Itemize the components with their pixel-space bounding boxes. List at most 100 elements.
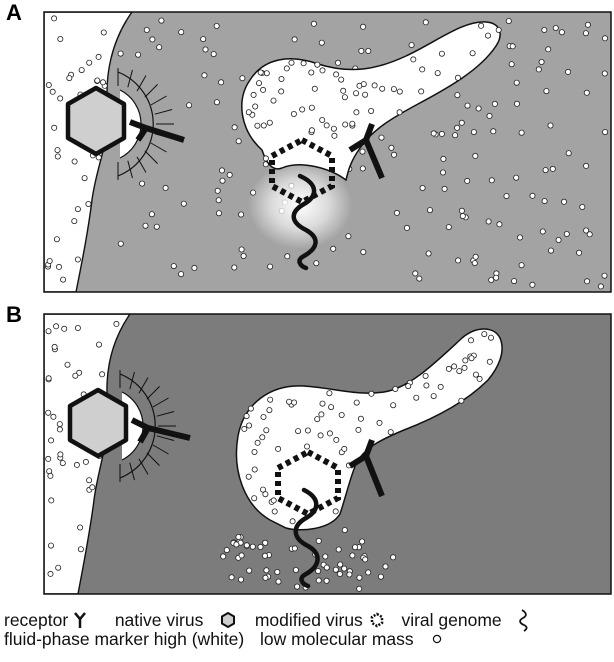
molecule <box>55 148 60 153</box>
molecule <box>284 66 289 71</box>
molecule <box>491 129 496 134</box>
legend-native-virus-label: native virus <box>115 610 204 630</box>
molecule <box>442 186 447 191</box>
molecule <box>350 553 355 558</box>
molecule <box>489 277 494 282</box>
molecule <box>360 539 365 544</box>
molecule <box>504 194 509 199</box>
molecule <box>456 258 461 263</box>
molecule <box>171 264 176 269</box>
molecule <box>339 412 344 417</box>
molecule <box>542 199 547 204</box>
molecule <box>335 60 340 65</box>
molecule <box>82 176 87 181</box>
molecule <box>79 68 84 73</box>
molecule <box>234 542 239 547</box>
molecule <box>315 62 320 67</box>
molecule <box>584 90 589 95</box>
molecule <box>329 405 334 410</box>
molecule <box>316 578 321 583</box>
molecule <box>48 473 53 478</box>
molecule <box>252 449 257 454</box>
molecule <box>285 254 290 259</box>
molecule <box>319 40 324 45</box>
molecule <box>239 553 244 558</box>
molecule <box>87 60 92 65</box>
molecule <box>242 426 247 431</box>
modified-virus-icon <box>368 611 386 629</box>
molecule <box>598 284 603 289</box>
viral-genome-icon <box>517 608 531 632</box>
molecule <box>46 329 51 334</box>
molecule <box>394 210 399 215</box>
panel-b <box>44 314 611 594</box>
molecule <box>219 80 224 85</box>
molecule <box>46 376 51 381</box>
molecule <box>553 25 558 30</box>
legend-receptor-label: receptor <box>4 610 68 630</box>
molecule <box>211 52 216 57</box>
molecule <box>74 462 79 467</box>
molecule <box>255 123 260 128</box>
molecule <box>439 51 444 56</box>
molecule <box>426 251 431 256</box>
molecule <box>248 406 253 411</box>
molecule <box>388 430 393 435</box>
molecule <box>96 342 101 347</box>
molecule <box>556 237 561 242</box>
molecule <box>519 263 524 268</box>
panel-b-native-virus <box>70 390 126 456</box>
molecule <box>603 130 608 135</box>
molecule <box>264 428 269 433</box>
molecule <box>459 120 464 125</box>
molecule <box>471 130 476 135</box>
molecule <box>446 366 451 371</box>
molecule <box>341 88 346 93</box>
molecule <box>292 400 297 405</box>
molecule <box>514 175 519 180</box>
native-virus-icon <box>219 611 237 629</box>
molecule <box>295 584 300 589</box>
molecule <box>157 45 162 50</box>
molecule <box>215 188 220 193</box>
molecule <box>476 106 481 111</box>
molecule <box>361 82 366 87</box>
molecule <box>263 156 268 161</box>
molecule <box>247 423 252 428</box>
molecule <box>262 553 267 558</box>
molecule <box>383 564 388 569</box>
molecule <box>439 131 444 136</box>
molecule <box>292 546 297 551</box>
molecule <box>201 37 206 42</box>
molecule <box>455 93 460 98</box>
molecule <box>57 427 62 432</box>
panel-a-native-virus <box>68 88 124 154</box>
molecule <box>236 534 241 539</box>
molecule <box>181 201 186 206</box>
molecule <box>258 70 263 75</box>
molecule <box>488 335 493 340</box>
molecule <box>511 279 516 284</box>
molecule <box>143 223 148 228</box>
molecule <box>473 153 478 158</box>
molecule <box>324 565 329 570</box>
molecule <box>360 166 365 171</box>
molecule <box>333 509 338 514</box>
molecule <box>334 72 339 77</box>
molecule <box>331 126 336 131</box>
molecule <box>311 21 316 26</box>
molecule <box>577 250 582 255</box>
molecule <box>87 478 92 483</box>
molecule <box>457 369 462 374</box>
molecule <box>271 498 276 503</box>
molecule <box>584 228 589 233</box>
molecule <box>397 110 402 115</box>
molecule <box>52 344 57 349</box>
molecule <box>566 151 571 156</box>
molecule <box>252 467 257 472</box>
molecule <box>239 247 244 252</box>
molecule <box>404 225 409 230</box>
molecule <box>271 98 276 103</box>
molecule <box>339 77 344 82</box>
molecule <box>263 575 268 580</box>
